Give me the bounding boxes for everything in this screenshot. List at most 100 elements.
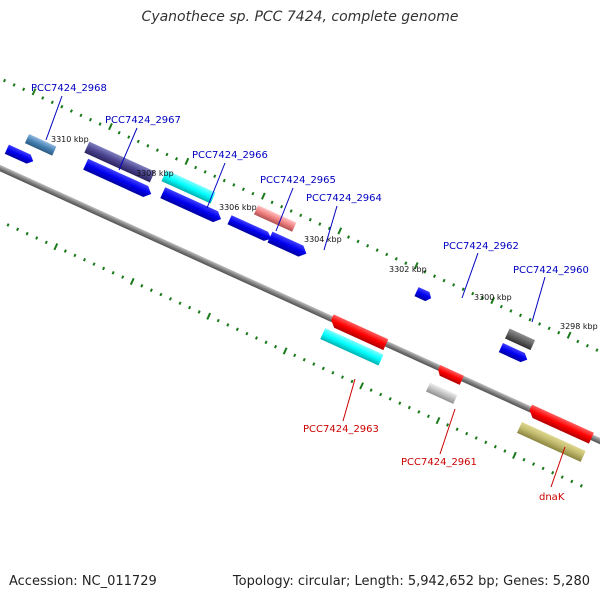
minor-tick — [168, 297, 173, 301]
accession-text: Accession: NC_011729 — [9, 574, 157, 589]
minor-tick — [213, 174, 217, 179]
minor-tick — [121, 275, 125, 279]
minor-tick — [293, 353, 297, 358]
minor-tick — [394, 257, 398, 261]
minor-tick — [432, 274, 437, 278]
gene-label-pcc7424-2966[interactable]: PCC7424_2966 — [192, 150, 268, 161]
major-tick — [413, 262, 419, 270]
minor-tick — [557, 330, 561, 335]
gene-pcc7424-2960[interactable] — [505, 328, 536, 351]
scale-labels: 3310 kbp 3308 kbp 3306 kbp 3304 kbp 3302… — [51, 135, 598, 331]
minor-tick — [331, 370, 335, 375]
gene-label-pcc7424-2961[interactable]: PCC7424_2961 — [401, 457, 477, 468]
minor-tick — [465, 431, 469, 436]
minor-tick — [102, 266, 106, 271]
gene-cds-f[interactable] — [267, 231, 309, 259]
gene-pcc7424-2963[interactable] — [329, 314, 389, 351]
minor-tick — [25, 231, 29, 236]
gene-cyan-reverse[interactable] — [320, 328, 384, 366]
minor-tick — [222, 178, 226, 183]
gene-pcc7424-2966[interactable] — [161, 170, 216, 204]
gene-labels-top: PCC7424_2968 PCC7424_2967 PCC7424_2966 P… — [31, 83, 589, 276]
minor-tick — [117, 130, 121, 135]
gene-label-dnak[interactable]: dnaK — [539, 492, 565, 503]
minor-tick — [518, 313, 523, 318]
minor-tick — [178, 301, 182, 305]
gene-pcc7424-2968[interactable] — [24, 134, 57, 156]
minor-tick — [232, 183, 236, 187]
minor-tick — [41, 96, 45, 100]
minor-tick — [251, 191, 255, 196]
minor-tick — [136, 139, 140, 144]
minor-tick — [79, 113, 83, 118]
minor-tick — [194, 165, 198, 170]
gene-pcc7424-2961[interactable] — [436, 365, 464, 385]
major-tick — [129, 277, 135, 286]
minor-tick — [318, 222, 322, 226]
minor-tick — [308, 217, 312, 222]
minor-tick — [92, 262, 96, 266]
gene-label-pcc7424-2963[interactable]: PCC7424_2963 — [303, 424, 379, 435]
gene-labels-bottom: PCC7424_2963 PCC7424_2961 dnaK — [303, 424, 565, 503]
gene-label-pcc7424-2964[interactable]: PCC7424_2964 — [306, 193, 382, 204]
minor-tick — [254, 336, 258, 340]
minor-tick — [270, 200, 274, 205]
minor-tick — [299, 213, 303, 218]
gene-pcc7424-2967[interactable] — [84, 141, 155, 183]
minor-tick — [471, 291, 475, 296]
gene-pcc7424-2964[interactable] — [253, 205, 297, 232]
minor-tick — [369, 388, 373, 392]
callout-lines-bottom — [342, 378, 566, 488]
gene-cds-g[interactable] — [498, 343, 530, 364]
minor-tick — [241, 187, 245, 192]
major-tick — [512, 451, 517, 459]
gene-cds-c[interactable] — [83, 158, 153, 200]
minor-tick — [385, 252, 389, 257]
map-title: Cyanothece sp. PCC 7424, complete genome — [141, 9, 459, 25]
gene-cds-e[interactable] — [227, 215, 273, 243]
minor-tick — [98, 122, 102, 126]
gene-cds-b[interactable] — [4, 144, 36, 166]
gene-label-pcc7424-2968[interactable]: PCC7424_2968 — [31, 83, 107, 94]
gene-label-pcc7424-2962[interactable]: PCC7424_2962 — [443, 241, 519, 252]
gene-label-pcc7424-2967[interactable]: PCC7424_2967 — [105, 115, 181, 126]
minor-tick — [423, 270, 427, 274]
major-tick — [206, 312, 212, 320]
minor-tick — [174, 157, 179, 161]
gene-label-pcc7424-2960[interactable]: PCC7424_2960 — [513, 265, 589, 276]
major-tick — [184, 157, 190, 165]
major-tick — [566, 331, 572, 339]
gene-pcc7424-2962[interactable] — [414, 287, 433, 303]
minor-tick — [155, 148, 159, 152]
minor-tick — [203, 170, 207, 174]
gene-khaki-reverse[interactable] — [516, 421, 586, 462]
minor-tick — [60, 104, 64, 109]
minor-tick — [484, 440, 488, 445]
gene-dnak[interactable] — [527, 404, 594, 444]
minor-tick — [404, 261, 408, 265]
minor-tick — [356, 239, 360, 244]
gene-silver-reverse[interactable] — [425, 382, 458, 404]
minor-tick — [474, 436, 478, 440]
minor-tick — [407, 405, 411, 410]
minor-tick — [12, 83, 16, 87]
minor-tick — [16, 227, 20, 232]
minor-tick — [127, 135, 131, 139]
minor-tick — [235, 327, 239, 332]
minor-tick — [398, 401, 402, 405]
minor-tick — [274, 344, 278, 349]
minor-tick — [50, 100, 54, 105]
minor-tick — [73, 253, 77, 258]
minor-tick — [366, 243, 370, 248]
minor-tick — [226, 323, 230, 327]
gene-cds-d[interactable] — [160, 187, 223, 224]
scale-label: 3306 kbp — [219, 203, 257, 212]
minor-tick — [547, 326, 551, 331]
minor-tick — [493, 444, 497, 449]
minor-tick — [165, 152, 169, 157]
minor-tick — [321, 366, 325, 371]
minor-tick — [63, 249, 67, 253]
inner-tick-ring — [0, 218, 583, 488]
gene-label-pcc7424-2965[interactable]: PCC7424_2965 — [260, 175, 336, 186]
